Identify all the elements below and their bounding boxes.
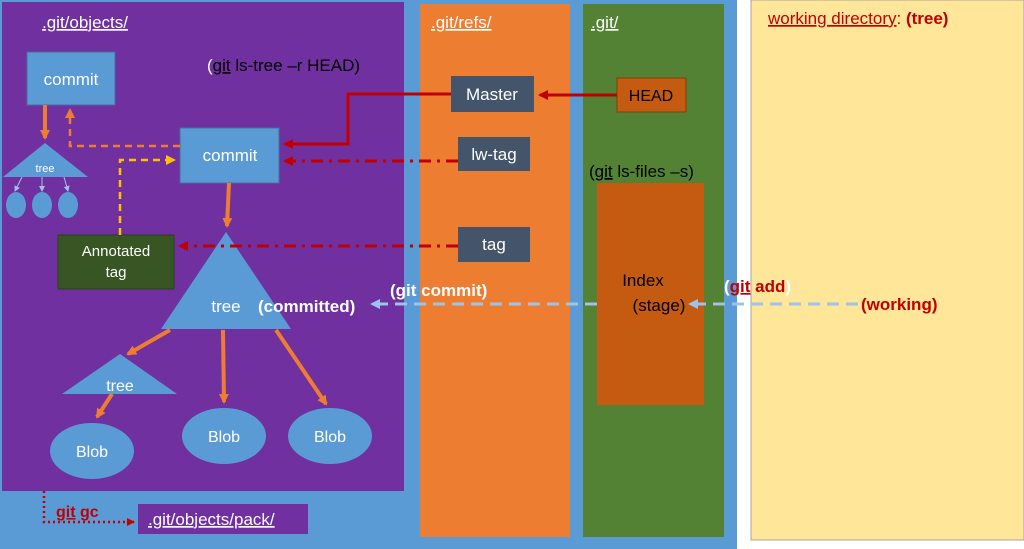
tree-label: tree bbox=[211, 297, 240, 316]
git-gc-label-rest: gc bbox=[76, 504, 99, 521]
git-region-title: .git/ bbox=[591, 13, 619, 32]
old-commit-label: commit bbox=[44, 70, 99, 89]
pack-node bbox=[138, 504, 308, 534]
ls-tree-label-open: ( bbox=[207, 56, 213, 75]
ls-files-label-git: git bbox=[595, 162, 613, 181]
ls-tree-label-rest: ls-tree –r HEAD) bbox=[231, 56, 360, 75]
annotated-tag-label-line2: tag bbox=[106, 264, 127, 281]
arrow-tree-to-blob-2 bbox=[218, 329, 229, 404]
working-directory-title-suffix: (tree) bbox=[906, 9, 949, 28]
tag-ref-label: tag bbox=[482, 235, 506, 254]
working-directory-region bbox=[750, 0, 1024, 541]
ls-files-label: (git ls-files –s) bbox=[589, 162, 694, 181]
old-tree-child-arrow-3 bbox=[63, 176, 70, 192]
ls-files-label-open: ( bbox=[589, 162, 595, 181]
index-label-line2: (stage) bbox=[633, 296, 686, 315]
committed-label: (committed) bbox=[258, 297, 355, 316]
tree-node bbox=[161, 232, 291, 329]
blob-node-3 bbox=[288, 408, 372, 464]
lw-tag-ref-label: lw-tag bbox=[471, 145, 516, 164]
lw-tag-ref-node bbox=[458, 137, 530, 171]
ls-files-label-rest: ls-files –s) bbox=[613, 162, 694, 181]
head-node bbox=[616, 77, 687, 113]
old-tree-node bbox=[3, 143, 88, 177]
blob-node-1 bbox=[50, 423, 134, 479]
arrow-tree-to-blob-3 bbox=[274, 328, 328, 406]
git-gc-label: git gc bbox=[56, 504, 99, 521]
git-add-label: (git add) bbox=[724, 277, 791, 296]
annotated-tag-node bbox=[57, 234, 175, 290]
old-commit-node bbox=[26, 51, 116, 106]
git-commit-label-text: git commit) bbox=[396, 281, 488, 300]
ls-tree-label-git: git bbox=[213, 56, 231, 75]
git-add-label-git: git bbox=[730, 277, 751, 296]
index-label-line1: Index bbox=[622, 271, 664, 290]
working-directory-title: working directory: (tree) bbox=[767, 9, 948, 28]
subtree-label: tree bbox=[106, 378, 134, 395]
arrow-subtree-to-blob-1 bbox=[95, 392, 114, 419]
arrow-master-to-commit bbox=[283, 92, 451, 149]
arrow-git-gc bbox=[42, 491, 135, 526]
old-blob-3 bbox=[58, 192, 78, 218]
blob-label-2: Blob bbox=[208, 429, 240, 446]
refs-region-title: .git/refs/ bbox=[431, 13, 492, 32]
git-commit-label-open: ( bbox=[390, 281, 396, 300]
git-add-label-open: ( bbox=[724, 277, 730, 296]
old-blob-1 bbox=[6, 192, 26, 218]
blob-node-2 bbox=[182, 408, 266, 464]
pack-label: .git/objects/pack/ bbox=[148, 510, 275, 529]
index-box bbox=[597, 183, 704, 405]
master-ref-label: Master bbox=[466, 85, 518, 104]
blob-label-3: Blob bbox=[314, 429, 346, 446]
working-label: (working) bbox=[861, 295, 938, 314]
git-commit-label: (git commit) bbox=[390, 281, 487, 300]
git-add-label-rest: add bbox=[750, 277, 785, 296]
old-blob-2 bbox=[32, 192, 52, 218]
git-add-label-close: ) bbox=[785, 277, 791, 296]
arrow-commit-to-parent bbox=[65, 108, 180, 148]
objects-region-title: .git/objects/ bbox=[42, 13, 128, 32]
subtree-node bbox=[62, 354, 177, 394]
working-directory-title-prefix: working directory bbox=[767, 9, 897, 28]
arrow-annotated-tag-to-commit bbox=[118, 155, 176, 235]
tag-ref-node bbox=[458, 227, 530, 262]
blob-label-1: Blob bbox=[76, 444, 108, 461]
arrow-commit-to-tree bbox=[222, 182, 233, 228]
commit-label: commit bbox=[203, 146, 258, 165]
master-ref-node bbox=[451, 76, 534, 112]
working-directory-title-colon: : bbox=[897, 9, 906, 28]
old-tree-child-arrow-1 bbox=[14, 176, 23, 192]
annotated-tag-label-line1: Annotated bbox=[82, 243, 150, 260]
old-tree-label: tree bbox=[36, 163, 55, 175]
commit-node bbox=[179, 127, 280, 184]
ls-tree-label: (git ls-tree –r HEAD) bbox=[207, 56, 360, 75]
arrow-tree-to-subtree bbox=[126, 328, 171, 356]
head-label: HEAD bbox=[629, 88, 673, 105]
git-gc-label-git: git bbox=[56, 504, 76, 521]
